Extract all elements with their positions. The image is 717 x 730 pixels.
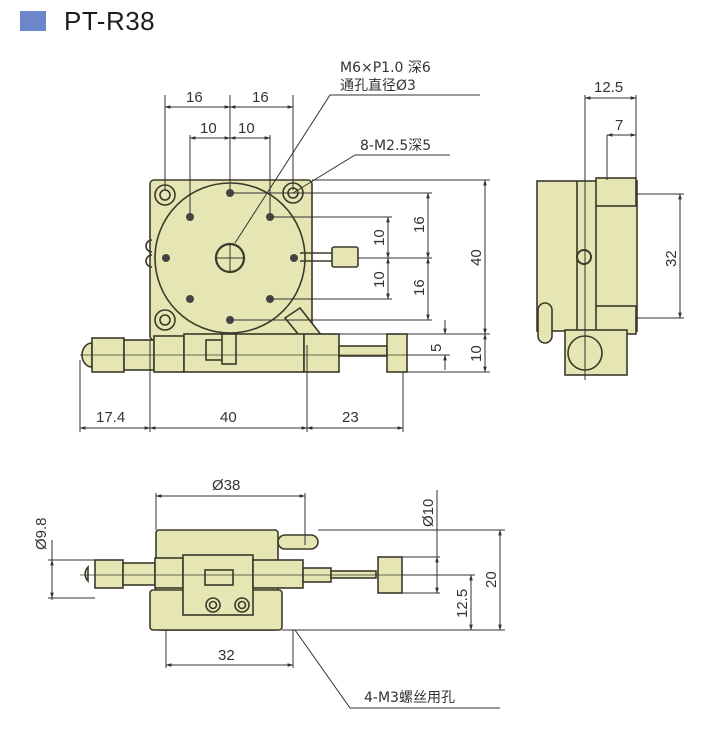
dim-20: 20 [483, 571, 500, 588]
side-view-dimensions [584, 95, 684, 380]
dim-23: 23 [342, 409, 359, 426]
top-view-labels: 16 16 10 10 M6×P1.0 深6 通孔直径Ø3 8-M2.5深5 1… [96, 60, 485, 426]
drawing-header: PT-R38 [20, 6, 155, 36]
dim-dia-9-8: Ø9.8 [33, 517, 50, 550]
side-view [536, 177, 638, 376]
dim-dia-38: Ø38 [212, 477, 240, 494]
front-view-labels: Ø38 Ø9.8 Ø10 20 12.5 32 4-M3螺丝用孔 [33, 477, 500, 706]
dim-dia-10: Ø10 [420, 499, 437, 527]
page-title: PT-R38 [64, 5, 156, 36]
dim-10-right-lower: 10 [371, 271, 388, 288]
side-view-labels: 12.5 7 32 [594, 79, 680, 267]
dim-32-side: 32 [663, 250, 680, 267]
dim-16-right: 16 [252, 89, 269, 106]
dim-10-right-upper: 10 [371, 229, 388, 246]
dim-40-width: 40 [220, 409, 237, 426]
dim-5: 5 [428, 344, 445, 352]
callout-center-hole-2: 通孔直径Ø3 [340, 77, 416, 94]
dim-16-right-lower: 16 [411, 279, 428, 296]
front-view-dimensions [48, 490, 505, 709]
front-view [80, 529, 420, 631]
top-view [80, 179, 420, 373]
callout-center-hole-1: M6×P1.0 深6 [340, 60, 431, 76]
dim-40-height: 40 [468, 249, 485, 266]
dim-10-left: 10 [200, 120, 217, 137]
callout-mount-holes: 4-M3螺丝用孔 [364, 690, 455, 706]
title-marker-square [20, 11, 46, 31]
dim-32-front: 32 [218, 647, 235, 664]
dim-16-right-upper: 16 [411, 216, 428, 233]
dim-17-4: 17.4 [96, 409, 125, 426]
dim-7: 7 [615, 117, 623, 134]
dim-10-right: 10 [238, 120, 255, 137]
dim-12-5-front: 12.5 [454, 589, 471, 618]
dim-12-5: 12.5 [594, 79, 623, 96]
dim-16-left: 16 [186, 89, 203, 106]
top-view-dimensions [79, 94, 490, 432]
dim-10-offset: 10 [468, 345, 485, 362]
callout-tapped-holes: 8-M2.5深5 [360, 138, 431, 154]
